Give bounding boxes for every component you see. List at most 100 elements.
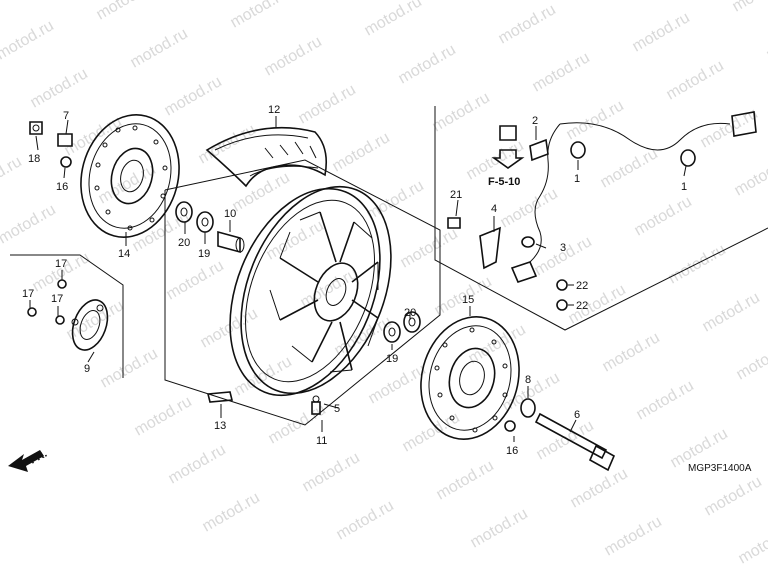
leader-lines (29, 116, 687, 442)
watermark-text: motod.ru (334, 497, 397, 543)
watermark-text: motod.ru (128, 25, 191, 71)
callout-6: 6 (574, 409, 580, 421)
sensor-group-box (434, 106, 768, 331)
watermark-text: motod.ru (330, 129, 393, 175)
bolt-16-right (504, 420, 516, 432)
watermark-text: motod.ru (564, 97, 627, 143)
wheel-speed-sensor (510, 122, 731, 283)
watermark-text: motod.ru (166, 441, 229, 487)
callout-21: 21 (450, 189, 462, 201)
callout-11: 11 (316, 435, 327, 447)
watermark-text: motod.ru (398, 225, 461, 271)
callout-1b: 1 (681, 181, 687, 193)
watermark-text: motod.ru (600, 329, 663, 375)
clip-2 (529, 138, 549, 162)
callout-7: 7 (63, 110, 69, 122)
bolt-18 (29, 121, 43, 135)
wheel-rim (229, 185, 392, 397)
watermark-text: motod.ru (598, 145, 661, 191)
sensor-bracket (479, 226, 501, 270)
callout-1a: 1 (574, 173, 580, 185)
bearing-20-left (175, 201, 193, 223)
watermark-text: motod.ru (296, 81, 359, 127)
screw-17b (27, 307, 37, 317)
watermark-text: motod.ru (734, 337, 768, 383)
watermark-text: motod.ru (568, 465, 631, 511)
callout-13: 13 (214, 420, 226, 432)
screw-17c (55, 315, 65, 325)
watermark-text: motod.ru (468, 505, 531, 551)
callout-17b: 17 (22, 288, 34, 300)
watermark-text: motod.ru (300, 449, 363, 495)
callout-2: 2 (532, 115, 538, 127)
callout-labels: 1 1 2 3 4 5 6 7 8 9 10 11 12 13 14 15 16… (22, 104, 687, 457)
collar-10 (217, 230, 245, 254)
watermark-text: motod.ru (198, 305, 261, 351)
callout-17a: 17 (55, 258, 67, 270)
pulser-ring (71, 299, 109, 351)
callout-16b: 16 (506, 445, 518, 457)
callout-20b: 20 (404, 307, 416, 319)
bolt-2-top (499, 125, 517, 141)
watermark-text: motod.ru (496, 1, 559, 47)
watermark-text: motod.ru (430, 89, 493, 135)
air-valve (311, 395, 321, 415)
callout-12: 12 (268, 104, 280, 116)
bolt-7 (57, 133, 73, 147)
callout-4: 4 (491, 203, 497, 215)
callout-9: 9 (84, 363, 90, 375)
watermark-text: motod.ru (634, 377, 697, 423)
watermark-text: motod.ru (0, 0, 23, 15)
seal-19-right (383, 321, 401, 343)
callout-3: 3 (560, 242, 566, 254)
front-axle (534, 412, 616, 472)
callout-18: 18 (28, 153, 40, 165)
pulser-group-box (10, 254, 124, 378)
watermark-text: motod.ru (630, 9, 693, 55)
watermark-text: motod.ru (164, 257, 227, 303)
watermark-text: motod.ru (362, 0, 425, 39)
right-brake-disc (420, 316, 520, 440)
bearing-20-right (403, 311, 421, 333)
callout-5: 5 (334, 403, 340, 415)
seal-19-left (196, 211, 214, 233)
watermark-text: motod.ru (98, 345, 161, 391)
watermark-text: motod.ru (228, 0, 291, 31)
bolt-21 (447, 217, 461, 229)
watermark-text: motod.ru (602, 513, 665, 559)
watermark-text: motod.ru (28, 65, 91, 111)
watermark-text: motod.ru (664, 57, 727, 103)
watermark-text: motod.ru (498, 185, 561, 231)
callout-19a: 19 (198, 248, 210, 260)
watermark-text: motod.ru (736, 521, 768, 567)
callout-17c: 17 (51, 293, 63, 305)
watermark-text: motod.ru (764, 17, 768, 63)
watermark-text: motod.ru (132, 393, 195, 439)
front-direction-label: FR. (28, 448, 49, 467)
watermark-text: motod.ru (0, 153, 25, 199)
watermark-text: motod.ru (264, 217, 327, 263)
axle-collar (520, 398, 536, 418)
reference-label: F-5-10 (488, 176, 520, 188)
watermark-text: motod.ru (702, 473, 765, 519)
bolt-16-left (60, 156, 72, 168)
watermark-text: motod.ru (162, 73, 225, 119)
callout-19b: 19 (386, 353, 398, 365)
watermark-text: motod.ru (666, 241, 729, 287)
sensor-connector (731, 111, 757, 137)
watermark-text: motod.ru (700, 289, 763, 335)
callout-8: 8 (525, 374, 531, 386)
front-direction-arrow (8, 450, 44, 472)
watermark-text: motod.ru (364, 177, 427, 223)
watermark-text: motod.ru (566, 281, 629, 327)
watermark-text: motod.ru (732, 153, 768, 199)
callout-16a: 16 (56, 181, 68, 193)
callout-14: 14 (118, 248, 130, 260)
callout-15: 15 (462, 294, 474, 306)
clamp-1a (570, 141, 586, 159)
watermark-text: motod.ru (530, 49, 593, 95)
callout-22a: 22 (576, 280, 588, 292)
